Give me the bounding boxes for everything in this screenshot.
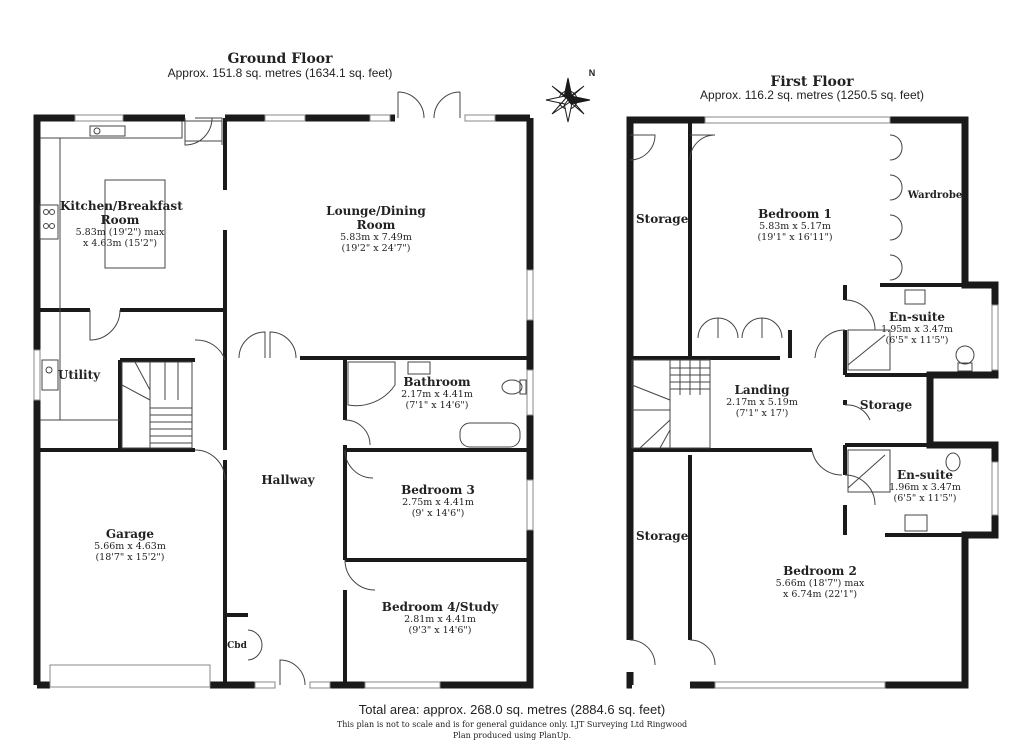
compass-north-label: N [588,68,596,78]
room-label-storage-mid: Storage [859,398,913,412]
total-area: Total area: approx. 268.0 sq. metres (28… [358,702,666,717]
room-label-lounge: Lounge/Dining Room 5.83m x 7.49m (19'2" … [326,204,426,254]
first-floor-stairs [631,359,711,449]
bathroom-fittings [347,361,527,448]
room-label-ensuite1: En-suite 1.95m x 3.47m (6'5" x 11'5") [881,310,953,346]
room-label-bedroom4: Bedroom 4/Study 2.81m x 4.41m (9'3" x 14… [381,600,499,636]
windows [33,114,999,689]
room-label-ensuite2: En-suite 1.96m x 3.47m (6'5" x 11'5") [889,468,961,504]
room-label-storage-top: Storage [636,212,689,226]
room-label-hallway: Hallway [261,473,315,487]
first-floor-area: Approx. 116.2 sq. metres (1250.5 sq. fee… [700,88,924,102]
door-swings [89,91,903,686]
room-label-utility: Utility [57,368,101,382]
room-label-landing: Landing 2.17m x 5.19m (7'1" x 17') [726,383,798,419]
disclaimer-note: This plan is not to scale and is for gen… [336,720,688,729]
room-label-garage: Garage 5.66m x 4.63m (18'7" x 15'2") [94,527,166,563]
compass-icon [545,77,591,123]
room-label-bathroom: Bathroom 2.17m x 4.41m (7'1" x 14'6") [401,375,473,411]
room-label-bedroom1: Bedroom 1 5.83m x 5.17m (19'1" x 16'11") [757,207,833,243]
ground-floor-title: Ground Floor [227,51,333,67]
planup-credit: Plan produced using PlanUp. [452,731,572,740]
ground-floor-stairs [121,361,193,449]
first-floor-inner-walls [630,120,965,640]
room-label-wardrobe: Wardrobe [907,190,963,201]
room-label-cupboard: Cbd [227,641,247,651]
ground-floor-inner-walls [37,118,530,685]
room-label-bedroom3: Bedroom 3 2.75m x 4.41m (9' x 14'6") [401,483,475,519]
ground-floor-area: Approx. 151.8 sq. metres (1634.1 sq. fee… [167,66,393,80]
room-label-bedroom2: Bedroom 2 5.66m (18'7") max x 6.74m (22'… [775,564,865,600]
ensuite-fittings [847,289,975,532]
kitchen-fittings [39,120,223,421]
first-floor-title: First Floor [770,74,854,90]
room-label-storage-bottom: Storage [636,529,689,543]
room-label-kitchen: Kitchen/Breakfast Room 5.83m (19'2") max… [60,199,183,249]
